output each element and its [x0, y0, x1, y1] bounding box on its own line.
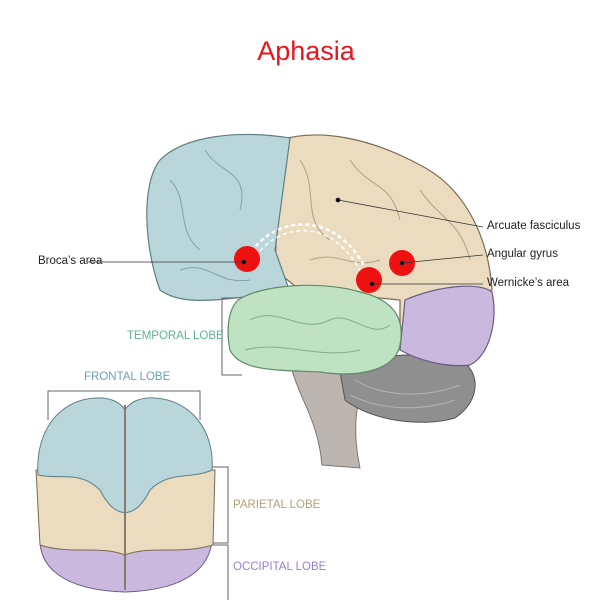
- arcuate-fasciculus-tract: [246, 223, 372, 279]
- brackets: [47, 297, 242, 600]
- top-brain: [35, 397, 216, 593]
- broca-area-marker: [234, 246, 260, 272]
- page-title: Aphasia: [257, 36, 355, 66]
- wernicke-area-label: Wernicke’s area: [487, 277, 570, 289]
- side-brain: [146, 133, 495, 469]
- temporal-region: [227, 284, 402, 375]
- occipital-lobe-label: OCCIPITAL LOBE: [233, 561, 327, 573]
- parietal-lobe-label: PARIETAL LOBE: [233, 499, 321, 511]
- broca-area-label: Broca’s area: [38, 255, 103, 267]
- wernicke-area-marker: [356, 267, 382, 293]
- frontal-lobe-label: FRONTAL LOBE: [84, 371, 171, 383]
- angular-gyrus-label: Angular gyrus: [487, 248, 558, 260]
- parietal-region: [274, 134, 493, 331]
- temporal-lobe-label: TEMPORAL LOBE: [127, 330, 224, 342]
- occipital-region: [399, 285, 495, 367]
- arcuate-fasciculus-label: Arcuate fasciculus: [487, 220, 581, 232]
- leader-lines: [88, 197, 484, 287]
